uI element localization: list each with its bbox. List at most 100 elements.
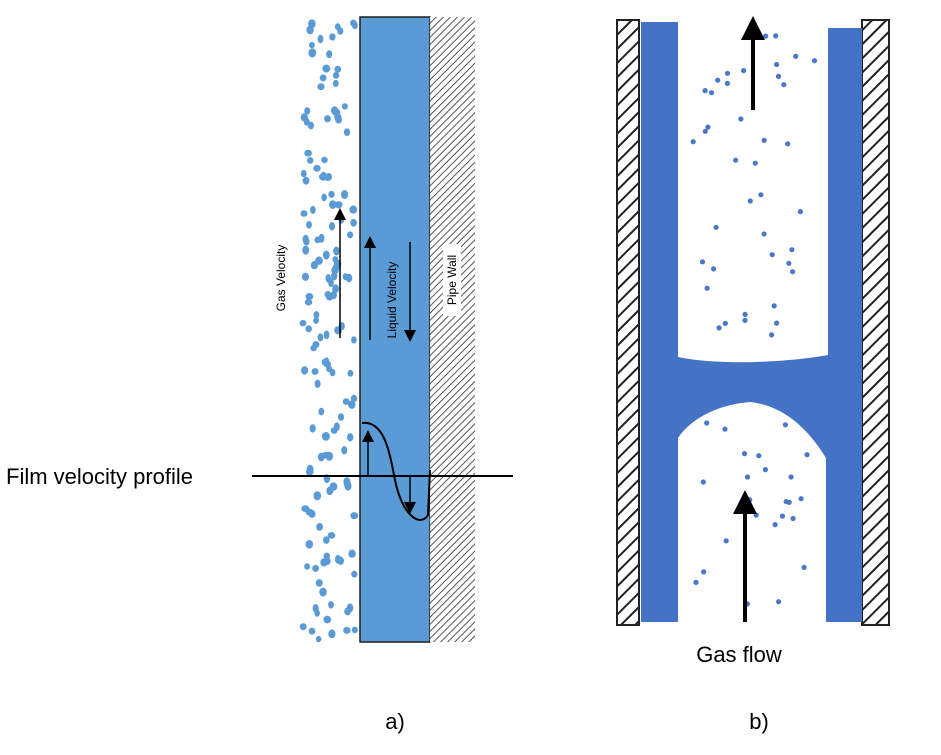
droplet (758, 192, 764, 198)
droplet (344, 607, 351, 616)
droplet (304, 563, 310, 570)
droplet (348, 549, 356, 558)
droplet (317, 83, 325, 91)
droplet (313, 164, 321, 172)
droplet (313, 317, 319, 324)
droplet (323, 615, 332, 624)
droplet (329, 368, 336, 377)
droplet (752, 160, 758, 166)
droplet (341, 446, 348, 455)
droplet (716, 325, 722, 331)
droplet (323, 536, 330, 544)
droplet (307, 121, 314, 130)
droplet (302, 234, 309, 244)
droplet (328, 190, 335, 198)
droplet (319, 587, 327, 597)
liquid-film (359, 16, 431, 643)
droplet (723, 538, 729, 544)
droplet (347, 433, 354, 442)
droplet (322, 64, 331, 73)
droplet (323, 330, 330, 340)
droplet (317, 452, 325, 462)
droplet (321, 432, 330, 441)
droplet (328, 629, 336, 639)
droplet (332, 284, 339, 294)
droplet (309, 424, 316, 433)
droplet (702, 128, 708, 134)
droplet (774, 61, 780, 68)
droplet (761, 231, 767, 237)
panel-b: Gas flow b) (616, 16, 890, 734)
droplet (314, 236, 321, 244)
droplet (314, 379, 321, 388)
droplet (711, 266, 717, 272)
droplet (305, 293, 314, 300)
droplet (312, 604, 319, 613)
droplet (323, 552, 331, 560)
droplet (708, 90, 715, 96)
droplet (332, 72, 340, 79)
droplet (305, 325, 313, 333)
gas-droplets-b (690, 33, 818, 607)
droplet (301, 272, 310, 281)
droplet (704, 420, 710, 426)
droplet (302, 176, 310, 185)
droplet (306, 464, 314, 474)
droplet (306, 157, 314, 164)
droplet (327, 532, 336, 539)
droplet (786, 499, 792, 505)
droplet (320, 558, 328, 567)
droplet (352, 21, 358, 30)
droplet (724, 80, 731, 86)
droplet (722, 320, 728, 326)
droplet (341, 103, 348, 110)
droplet (311, 368, 319, 375)
droplet (790, 269, 796, 275)
droplet (753, 512, 759, 518)
droplet (301, 505, 310, 512)
droplet (790, 515, 796, 522)
droplet (304, 107, 311, 115)
droplet (351, 570, 358, 578)
droplet (332, 79, 339, 88)
droplet (305, 540, 314, 549)
droplet (699, 259, 706, 265)
droplet (769, 252, 775, 258)
droplet (756, 453, 762, 459)
droplet (299, 623, 307, 631)
droplet (785, 141, 791, 147)
droplet (343, 128, 351, 136)
droplet (306, 25, 314, 35)
droplet (788, 474, 794, 480)
droplet (742, 311, 748, 317)
droplet (306, 221, 312, 229)
droplet (308, 509, 316, 518)
caption-b: b) (749, 709, 769, 734)
droplet (317, 34, 324, 44)
droplet (322, 250, 330, 260)
droplet (318, 407, 325, 416)
droplet (343, 626, 351, 634)
droplet (705, 124, 711, 130)
droplet (321, 193, 327, 202)
droplet (763, 33, 769, 39)
droplet (351, 336, 357, 344)
droplet (334, 201, 343, 209)
droplet (700, 479, 706, 485)
droplet (308, 627, 316, 635)
droplet (299, 319, 307, 327)
droplet (742, 317, 748, 323)
droplet (733, 157, 739, 163)
droplet (347, 231, 354, 239)
droplet (798, 496, 804, 502)
droplet (789, 247, 795, 253)
droplet (332, 108, 341, 117)
droplet (774, 320, 780, 326)
droplet (329, 482, 338, 491)
droplet (337, 556, 344, 566)
droplet (329, 221, 335, 231)
pipe-wall-label-bg (443, 244, 461, 316)
droplet (793, 53, 799, 59)
